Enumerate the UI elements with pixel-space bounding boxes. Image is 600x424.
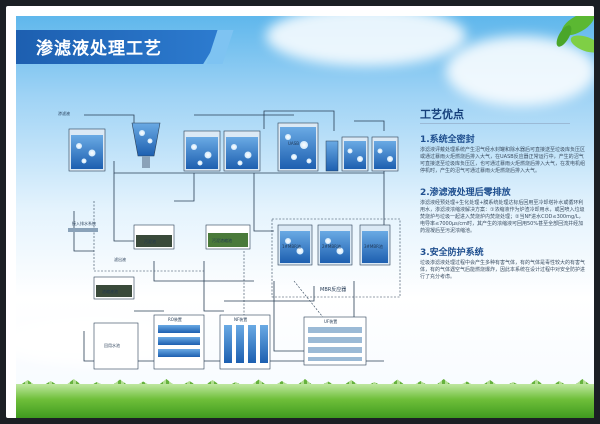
uasb-label: UASB bbox=[288, 141, 299, 146]
section-1-heading: 1.系统全密封 bbox=[420, 135, 475, 145]
cloud bbox=[266, 16, 466, 66]
drain-outlet: 接入排水系统 bbox=[68, 220, 98, 232]
section-3-heading: 3.安全防护系统 bbox=[420, 248, 484, 258]
poster: 渗滤液处理工艺 bbox=[16, 16, 594, 418]
nf-label: NF装置 bbox=[234, 316, 247, 322]
leaves-decoration bbox=[556, 16, 594, 53]
uasb-tanks bbox=[183, 130, 261, 172]
mbr2-label: 2#MBR池 bbox=[322, 243, 341, 249]
cone-settler bbox=[131, 122, 161, 168]
panel-divider bbox=[420, 123, 570, 124]
process-diagram: 渗滤液 UASB bbox=[58, 110, 401, 370]
grass bbox=[16, 384, 594, 418]
uf-unit: UF装置 bbox=[303, 316, 367, 366]
sludge-thicken-tank: 污泥浓缩池 bbox=[205, 224, 251, 250]
advantages-panel: 工艺优点 1.系统全密封 渗滤液评戴处理系统产生沼气经水封罐和除水器后可直接送至… bbox=[420, 106, 585, 291]
regulating-tank bbox=[68, 128, 106, 172]
section-2-heading: 2.渗滤液处理后零排放 bbox=[420, 188, 511, 198]
title-bar bbox=[16, 30, 224, 64]
reuse-tank: 回用水池 bbox=[93, 322, 139, 370]
cloud bbox=[446, 36, 594, 106]
concentrate-tank: 浓缩液池 bbox=[93, 276, 135, 300]
ro-label: RO装置 bbox=[168, 316, 182, 322]
uf-label: UF装置 bbox=[324, 318, 337, 324]
intake-label: 渗滤液 bbox=[58, 110, 70, 116]
mbr1-label: 1#MBR池 bbox=[282, 243, 301, 249]
drain-label: 接入排水系统 bbox=[72, 220, 96, 226]
filtrate-label: 滤出液 bbox=[114, 256, 126, 262]
reuse-label: 回用水池 bbox=[104, 342, 120, 348]
tall-reactor: UASB bbox=[277, 122, 319, 172]
ro-unit: RO装置 bbox=[153, 314, 205, 370]
section-3-text: 垃圾渗滤液处理过程中会产生多种有害气体，有的气体是毒性较大的有害气体，有的气体遇… bbox=[420, 260, 586, 280]
mbr-group: 1#MBR池 2#MBR池 3#MBR池 MBR反应器 bbox=[271, 218, 401, 298]
section-1-text: 渗滤液评戴处理系统产生沼气经水封罐和除水器后可直接送至垃圾库负压区或通过暴雨火炬… bbox=[420, 147, 586, 174]
poster-frame: 渗滤液处理工艺 bbox=[6, 6, 594, 418]
page-title: 渗滤液处理工艺 bbox=[36, 39, 162, 59]
sludge-tank-label: 污泥池 bbox=[144, 238, 156, 244]
mbr3-label: 3#MBR池 bbox=[364, 243, 383, 249]
section-2-text: 渗滤液经预处理+生化处理+膜系统处理达标后回用至冷却塔补水或循环利用水，渗滤液浓… bbox=[420, 200, 585, 234]
sludge-tank: 污泥池 bbox=[133, 224, 175, 250]
grass-edge bbox=[16, 379, 594, 388]
row1-small-tanks bbox=[325, 136, 399, 172]
nf-unit: NF装置 bbox=[219, 314, 271, 370]
mbr-label: MBR反应器 bbox=[320, 286, 346, 293]
dashed-pipes bbox=[93, 201, 335, 332]
sludge-thicken-label: 污泥浓缩池 bbox=[212, 237, 232, 243]
panel-title: 工艺优点 bbox=[420, 108, 464, 121]
concentrate-label: 浓缩液池 bbox=[102, 288, 118, 294]
